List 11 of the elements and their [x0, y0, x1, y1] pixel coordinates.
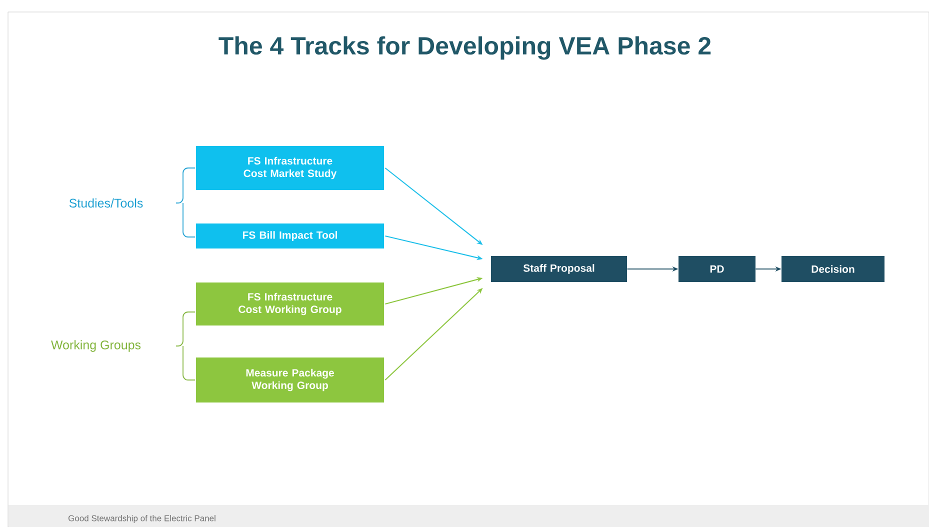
group-label: Working Groups [51, 340, 141, 352]
process-box: FS Infrastructure Cost Market Study [196, 146, 384, 190]
title: The 4 Tracks for Developing VEA Phase 2 [218, 36, 711, 60]
footer-text: Good Stewardship of the Electric Panel [68, 515, 216, 523]
group-label: Studies/Tools [69, 198, 143, 208]
process-box: Measure Package Working Group [196, 358, 384, 402]
process-box: FS Infrastructure Cost Working Group [196, 282, 384, 326]
process-box: PD [678, 256, 756, 282]
process-box: Decision [782, 256, 884, 282]
process-box: Staff Proposal [491, 256, 627, 282]
process-box: FS Bill Impact Tool [196, 224, 384, 248]
